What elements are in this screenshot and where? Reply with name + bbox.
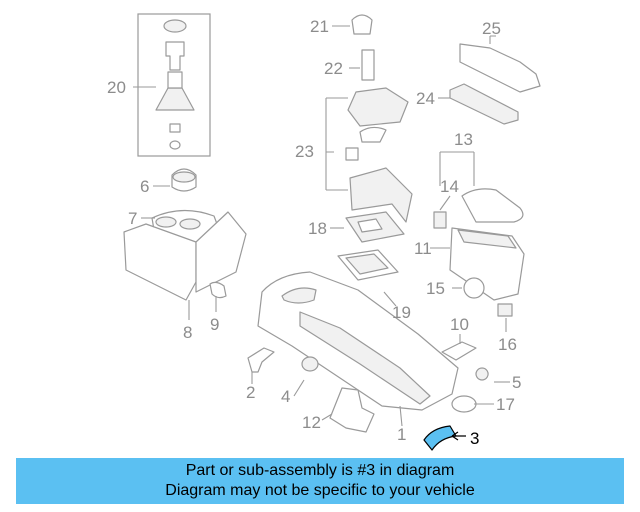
callout-22: 22 [324,59,343,78]
callout-9: 9 [210,315,219,334]
callout-11: 11 [414,239,432,258]
console-front-panel-7-8 [123,209,247,320]
banner-line-disclaimer: Diagram may not be specific to your vehi… [165,482,475,499]
banner-line-part: Part or sub-assembly is #3 in diagram [185,462,455,479]
callout-24: 24 [416,89,435,108]
clip-5 [475,367,510,383]
callout-23: 23 [295,142,314,161]
callout-5: 5 [512,373,521,392]
trim-panel-18 [330,211,405,243]
armrest-bracket-24 [438,83,519,125]
part-info-banner: Part or sub-assembly is #3 in diagram Di… [16,458,624,504]
callout-20: 20 [107,78,126,97]
callout-2: 2 [246,383,255,402]
plug-4 [293,356,319,397]
hinge-14 [433,195,451,229]
callout-25: 25 [482,19,501,38]
trim-panel-19 [337,249,399,307]
button-16 [497,303,513,332]
callout-7: 7 [128,209,137,228]
cup-holder-insert-6 [153,168,197,192]
callout-labels: 1 2 3 4 5 6 7 8 9 10 11 12 13 14 15 16 1… [107,17,521,448]
callout-19: 19 [392,303,411,322]
callout-1: 1 [397,425,406,444]
clip-9 [209,281,227,312]
callout-14: 14 [440,177,459,196]
callout-4: 4 [281,387,290,406]
callout-16: 16 [498,335,517,354]
shift-knob-assembly-box [133,13,211,157]
bracket-2 [247,347,275,384]
callout-12: 12 [302,413,321,432]
callout-17: 17 [496,395,515,414]
switch-10 [441,334,477,361]
shift-boot-22 [349,49,375,81]
shifter-assembly-23 [325,87,413,223]
armrest-lid-13 [439,151,524,223]
callout-18: 18 [308,219,327,238]
bracket-12 [321,387,375,433]
callout-6: 6 [140,177,149,196]
highlighted-part-3 [423,425,466,451]
knob-15 [452,277,485,299]
callout-8: 8 [183,323,192,342]
callout-21: 21 [310,17,329,36]
shift-knob-21 [332,14,373,35]
callout-13: 13 [454,130,473,149]
callout-10: 10 [450,315,469,334]
center-console-1 [257,271,477,427]
callout-3: 3 [470,429,479,448]
callout-15: 15 [426,279,445,298]
armrest-cover-25 [459,35,541,93]
